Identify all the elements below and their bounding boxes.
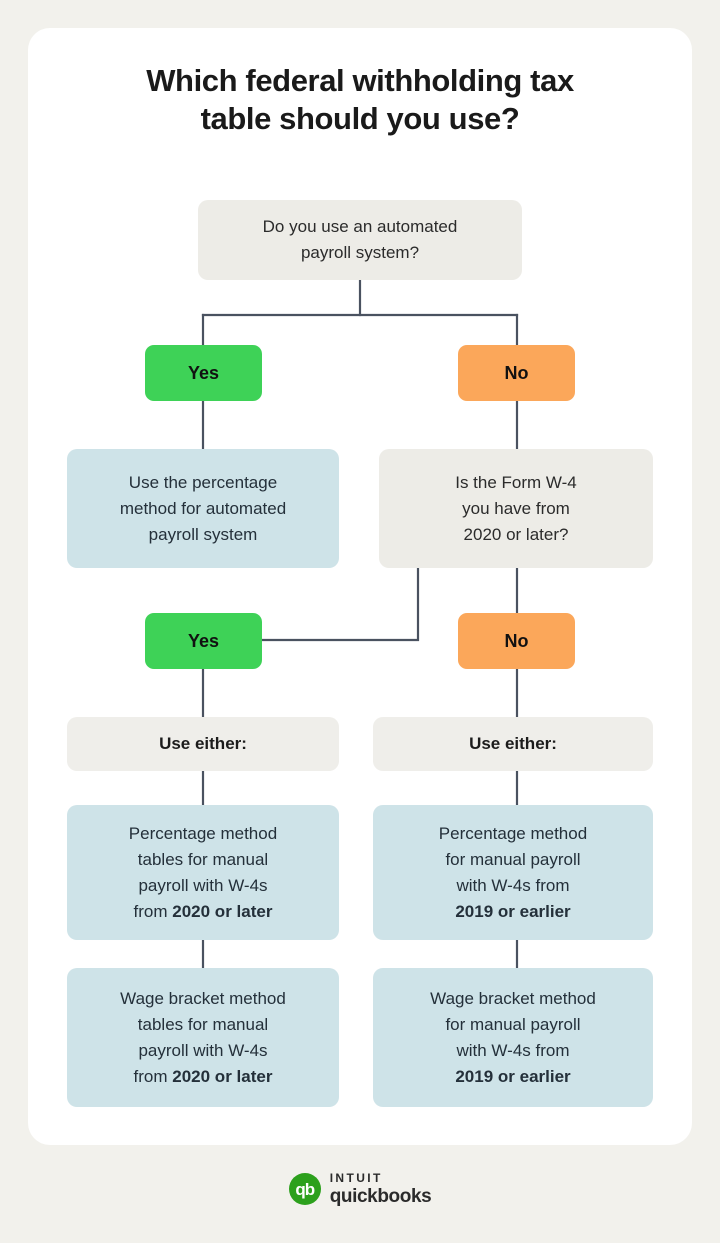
page-title-line-2: table should you use? bbox=[200, 101, 520, 136]
right-outcome-1-line-4-emphasis: 2019 or earlier bbox=[455, 901, 571, 921]
right-outcome-1-line-3: with W-4s from bbox=[456, 875, 570, 895]
node-use-either-right: Use either: bbox=[373, 717, 653, 771]
right-outcome-1-line-2: for manual payroll bbox=[445, 849, 581, 869]
right-outcome-2-line-4: 2019 or earlier bbox=[385, 1064, 641, 1090]
left-outcome-2-line-1: Wage bracket method bbox=[120, 988, 286, 1008]
left-outcome-2-line-4-prefix: from bbox=[133, 1066, 173, 1086]
right-outcome-1-line-1: Percentage method bbox=[438, 823, 588, 843]
outcome-automated-line-2: method for automated bbox=[119, 498, 287, 518]
left-outcome-1-line-4-emphasis: 2020 or later bbox=[172, 901, 273, 921]
quickbooks-logo-monogram: qb bbox=[295, 1179, 315, 1199]
use-either-left-label: Use either: bbox=[159, 734, 247, 753]
node-use-either-left: Use either: bbox=[67, 717, 339, 771]
node-outcome-automated-payroll: Use the percentage method for automated … bbox=[67, 449, 339, 568]
root-question-line-2: payroll system? bbox=[300, 243, 420, 262]
w4-question-line-3: 2020 or later? bbox=[463, 524, 569, 544]
brand-wordmark: INTUIT quickbooks bbox=[330, 1172, 432, 1206]
left-outcome-2-line-4: from 2020 or later bbox=[79, 1064, 327, 1090]
answer-no-1-label: No bbox=[504, 362, 529, 383]
answer-no-2-label: No bbox=[504, 630, 529, 651]
brand-quickbooks-label: quickbooks bbox=[329, 1186, 432, 1207]
outcome-automated-line-1: Use the percentage bbox=[128, 472, 278, 492]
right-outcome-1-line-4: 2019 or earlier bbox=[385, 899, 641, 925]
node-answer-yes-1[interactable]: Yes bbox=[145, 345, 262, 401]
page-title-line-1: Which federal withholding tax bbox=[146, 63, 574, 98]
page-title: Which federal withholding tax table shou… bbox=[60, 62, 660, 138]
left-outcome-1-line-4: from 2020 or later bbox=[79, 899, 327, 925]
answer-yes-2-label: Yes bbox=[187, 630, 220, 651]
left-outcome-1-line-1: Percentage method bbox=[128, 823, 278, 843]
left-outcome-2-line-4-emphasis: 2020 or later bbox=[172, 1066, 273, 1086]
left-outcome-1-line-3: payroll with W-4s bbox=[138, 875, 268, 895]
node-answer-no-1[interactable]: No bbox=[458, 345, 575, 401]
answer-yes-1-label: Yes bbox=[187, 362, 220, 383]
left-outcome-1-line-4-prefix: from bbox=[133, 901, 173, 921]
node-outcome-right-wage-bracket: Wage bracket method for manual payroll w… bbox=[373, 968, 653, 1107]
brand-intuit-label: INTUIT bbox=[329, 1171, 383, 1185]
node-answer-no-2[interactable]: No bbox=[458, 613, 575, 669]
right-outcome-2-line-4-emphasis: 2019 or earlier bbox=[455, 1066, 571, 1086]
outcome-automated-line-3: payroll system bbox=[148, 524, 258, 544]
node-outcome-left-percentage: Percentage method tables for manual payr… bbox=[67, 805, 339, 940]
node-question-w4-year: Is the Form W-4 you have from 2020 or la… bbox=[379, 449, 653, 568]
left-outcome-2-line-2: tables for manual bbox=[137, 1014, 269, 1034]
right-outcome-2-line-2: for manual payroll bbox=[445, 1014, 581, 1034]
node-outcome-left-wage-bracket: Wage bracket method tables for manual pa… bbox=[67, 968, 339, 1107]
w4-question-line-2: you have from bbox=[462, 498, 570, 518]
root-question-line-1: Do you use an automated bbox=[262, 217, 458, 236]
right-outcome-2-line-3: with W-4s from bbox=[456, 1040, 570, 1060]
node-answer-yes-2[interactable]: Yes bbox=[145, 613, 262, 669]
brand-footer: qb INTUIT quickbooks bbox=[0, 1172, 720, 1206]
left-outcome-2-line-3: payroll with W-4s bbox=[138, 1040, 268, 1060]
left-outcome-1-line-2: tables for manual bbox=[137, 849, 269, 869]
node-outcome-right-percentage: Percentage method for manual payroll wit… bbox=[373, 805, 653, 940]
node-root-question: Do you use an automated payroll system? bbox=[198, 200, 522, 280]
quickbooks-logo-icon: qb bbox=[288, 1173, 321, 1205]
use-either-right-label: Use either: bbox=[469, 734, 557, 753]
right-outcome-2-line-1: Wage bracket method bbox=[430, 988, 596, 1008]
w4-question-line-1: Is the Form W-4 bbox=[455, 472, 577, 492]
